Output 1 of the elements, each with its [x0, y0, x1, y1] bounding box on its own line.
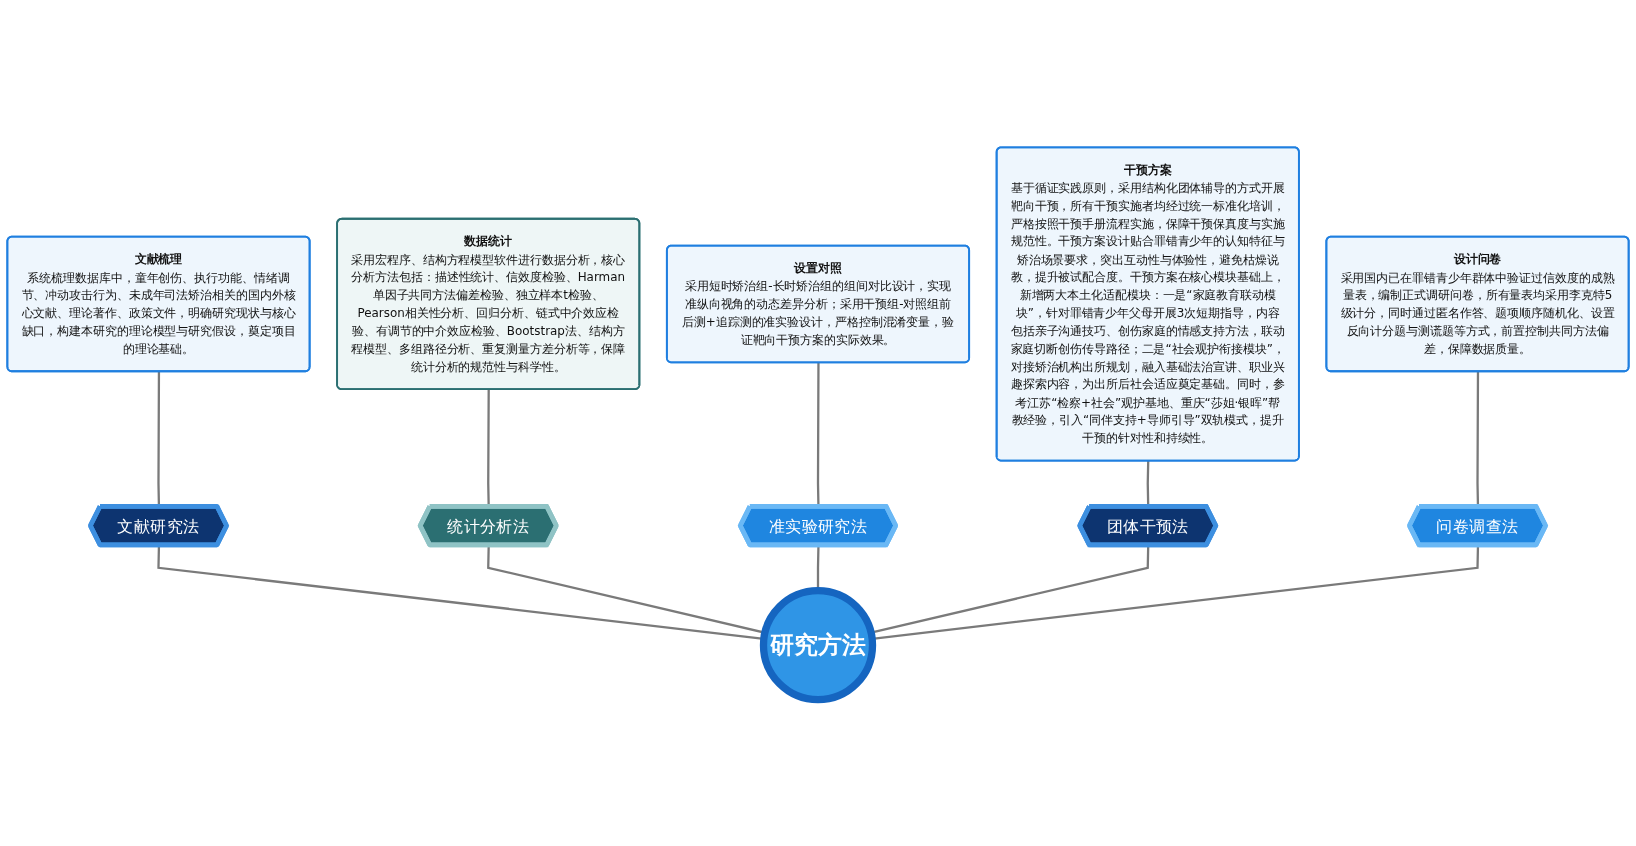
- node-circle: 研究方法: [759, 586, 877, 703]
